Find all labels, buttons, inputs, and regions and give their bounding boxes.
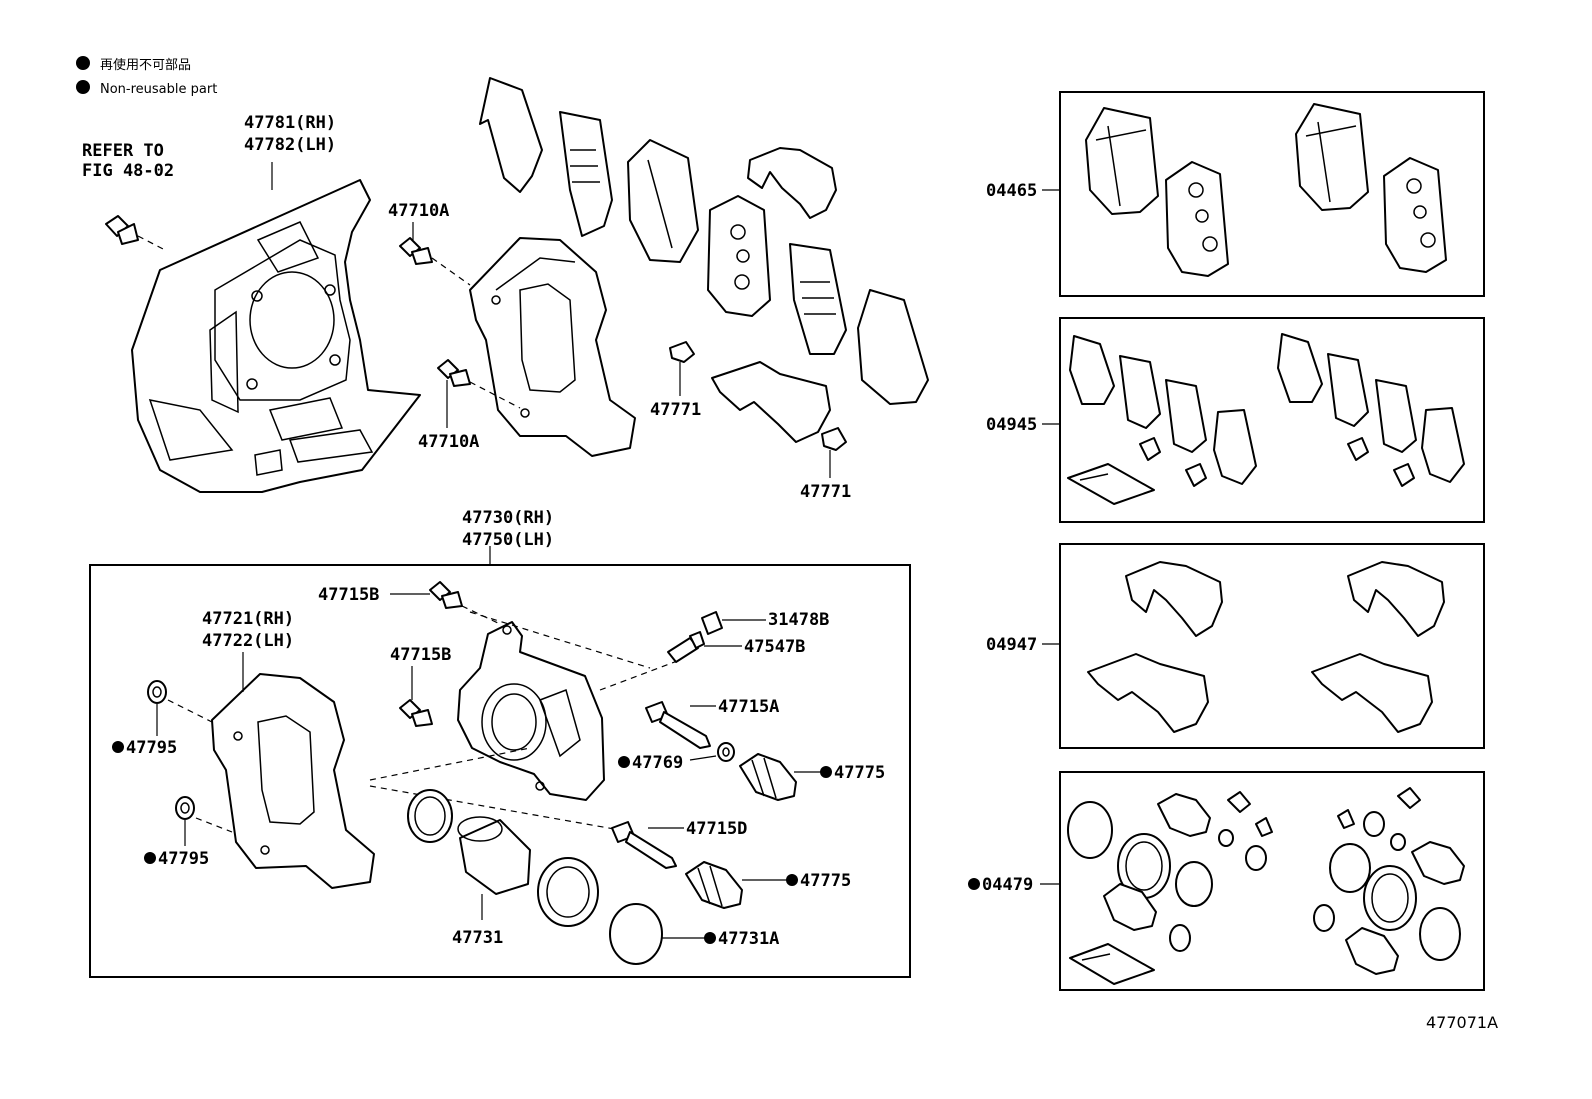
piston-seal-47731a: [609, 903, 663, 965]
label-47715a: 47715A: [718, 697, 779, 717]
label-47750: 47750(LH): [462, 530, 554, 550]
label-47771-b: 47771: [800, 482, 851, 502]
legend-ja: 再使用不可部品: [100, 57, 191, 73]
label-04945: 04945: [986, 415, 1037, 435]
figure-id: 477071A: [1426, 1013, 1498, 1032]
bushing-47769: [717, 742, 735, 762]
label-04479: 04479: [982, 875, 1033, 895]
label-refer-to: REFER TO: [82, 141, 164, 161]
label-fig: FIG 48-02: [82, 161, 174, 181]
kit-04465-frame: [1059, 91, 1485, 297]
pin-boot-47775-b: [685, 861, 743, 909]
label-47710a-bottom: 47710A: [418, 432, 479, 452]
legend-dot-icon: [76, 80, 90, 94]
legend-dot-icon: [76, 56, 90, 70]
label-47715b-a: 47715B: [318, 585, 379, 605]
label-47715d: 47715D: [686, 819, 747, 839]
label-04947: 04947: [986, 635, 1037, 655]
label-47795-b: 47795: [158, 849, 209, 869]
label-47731a: 47731A: [718, 929, 779, 949]
slide-pin-47715a: [645, 701, 711, 749]
kit-04479-frame: [1059, 771, 1485, 991]
label-47781: 47781(RH): [244, 113, 336, 133]
non-reusable-dot-icon: [968, 878, 980, 890]
non-reusable-dot-icon: [704, 932, 716, 944]
non-reusable-dot-icon: [618, 756, 630, 768]
clip-47771-a: [669, 341, 695, 363]
non-reusable-dot-icon: [786, 874, 798, 886]
non-reusable-dot-icon: [820, 766, 832, 778]
piston-dust-boot: [537, 857, 599, 927]
cylinder-kit: [1067, 787, 1465, 985]
label-47721: 47721(RH): [202, 609, 294, 629]
label-47775-a: 47775: [834, 763, 885, 783]
label-47722: 47722(LH): [202, 631, 294, 651]
caliper-mounting-lower: [211, 673, 375, 889]
dust-shield: [131, 179, 421, 493]
slide-pin-47715d: [611, 821, 677, 869]
label-47710a-top: 47710A: [388, 201, 449, 221]
label-47769: 47769: [632, 753, 683, 773]
label-47775-b: 47775: [800, 871, 851, 891]
washer-47795-a: [147, 680, 167, 704]
bolt-47710a-bottom: [437, 359, 471, 387]
brake-pad-set: [1085, 103, 1447, 277]
label-47795-a: 47795: [126, 738, 177, 758]
kit-04947-frame: [1059, 543, 1485, 749]
bleeder-cap-31478b: [701, 611, 723, 635]
non-reusable-dot-icon: [112, 741, 124, 753]
bolt-47710a-top: [399, 237, 433, 265]
label-47547b: 47547B: [744, 637, 805, 657]
piston-seal-ring: [407, 789, 453, 843]
label-47730: 47730(RH): [462, 508, 554, 528]
legend-en: Non-reusable part: [100, 82, 217, 97]
bleeder-screw-47547b: [667, 631, 705, 663]
washer-47795-b: [175, 796, 195, 820]
label-31478b: 31478B: [768, 610, 829, 630]
anti-rattle-spring-kit: [1087, 561, 1445, 733]
kit-04945-frame: [1059, 317, 1485, 523]
label-47771-a: 47771: [650, 400, 701, 420]
piston-47731: [457, 816, 531, 895]
legend: 再使用不可部品 Non-reusable part: [76, 56, 217, 97]
caliper-assembly-frame: [89, 564, 911, 978]
label-47782: 47782(LH): [244, 135, 336, 155]
caliper-body: [457, 621, 605, 801]
bolt-47715b-a: [429, 581, 463, 609]
label-04465: 04465: [986, 181, 1037, 201]
pin-boot-47775-a: [739, 753, 797, 801]
shim-kit: [1067, 333, 1465, 505]
bolt-47715b-b: [399, 699, 433, 727]
non-reusable-dot-icon: [144, 852, 156, 864]
shield-bolt: [105, 215, 139, 245]
label-47731: 47731: [452, 928, 503, 948]
clip-47771-b: [821, 427, 847, 451]
label-47715b-b: 47715B: [390, 645, 451, 665]
caliper-mounting-upper: [469, 237, 636, 457]
pad-shims-exploded: [479, 77, 929, 443]
